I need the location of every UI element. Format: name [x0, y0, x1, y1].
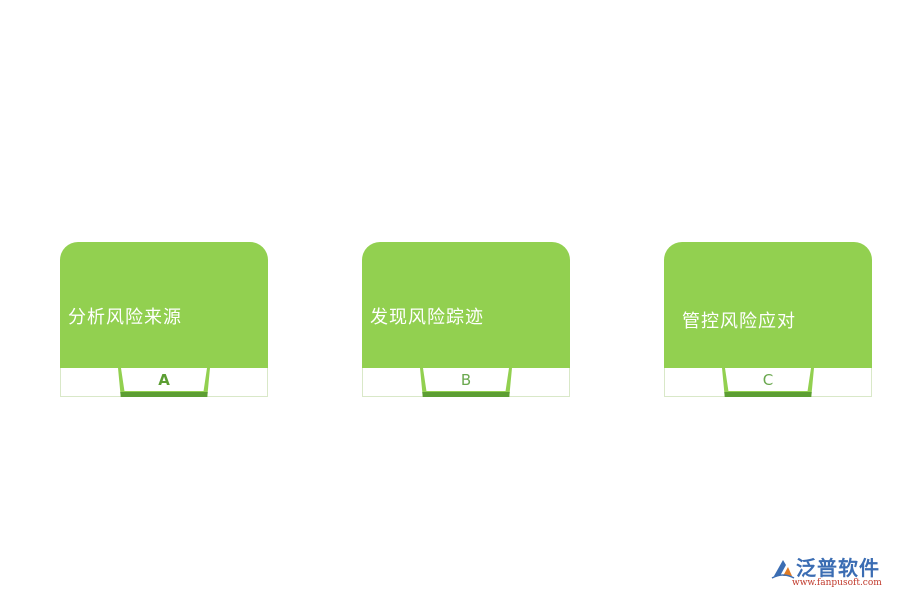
card-header: 管控风险应对 — [664, 242, 872, 368]
card-tab: B — [420, 368, 512, 397]
logo-icon — [771, 560, 795, 579]
card-tab-inner — [725, 368, 811, 391]
card-tab-letter: C — [762, 371, 774, 389]
card-header: 分析风险来源 — [60, 242, 268, 368]
card-title: 发现风险踪迹 — [370, 307, 484, 328]
card-tab-base — [722, 392, 814, 397]
card-tab-letter: B — [460, 371, 472, 389]
card-header: 发现风险踪迹 — [362, 242, 570, 368]
card-tab-letter: A — [158, 371, 170, 389]
card-b: 发现风险踪迹 B — [362, 242, 570, 397]
brand-logo: 泛普软件 www.fanpusoft.com — [770, 552, 892, 592]
card-title: 分析风险来源 — [68, 307, 182, 328]
card-tab-inner — [121, 368, 207, 391]
card-tab-base — [420, 392, 512, 397]
card-tab-inner — [423, 368, 509, 391]
card-title: 管控风险应对 — [682, 311, 796, 332]
card-tab-base — [118, 392, 210, 397]
card-c: 管控风险应对 C — [664, 242, 872, 397]
card-tab: A — [118, 368, 210, 397]
card-tab: C — [722, 368, 814, 397]
logo-url: www.fanpusoft.com — [792, 578, 882, 588]
logo-name: 泛普软件 — [796, 556, 880, 580]
card-a: 分析风险来源 A — [60, 242, 268, 397]
